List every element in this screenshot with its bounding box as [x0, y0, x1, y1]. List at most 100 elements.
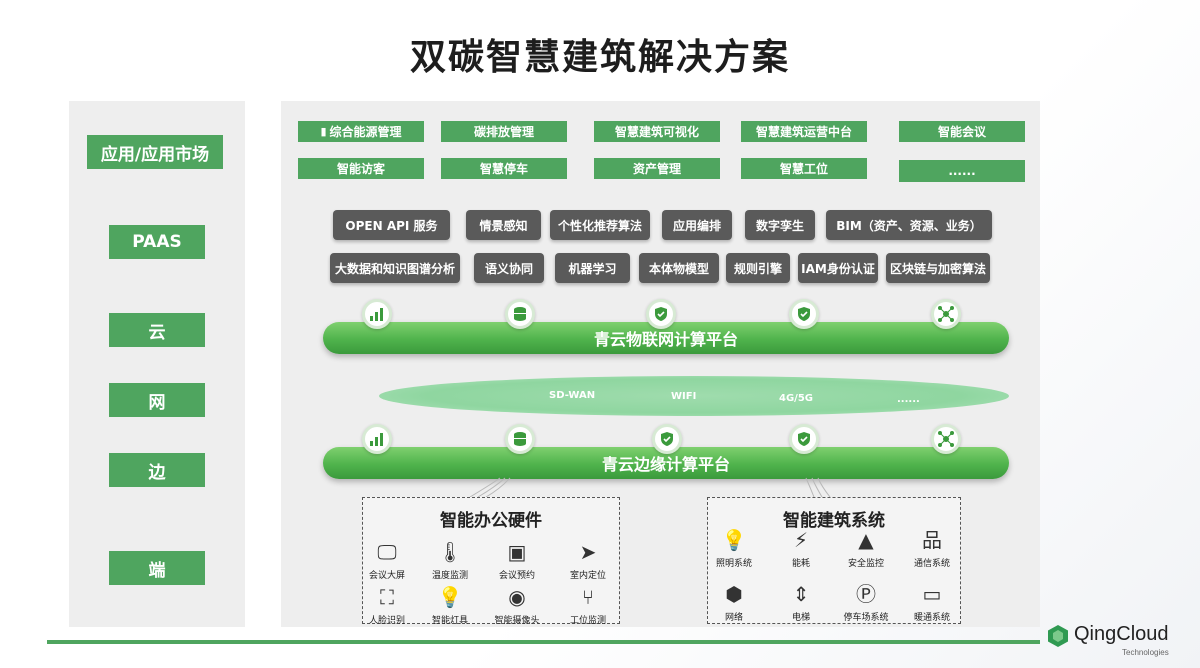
hw-temperature[interactable]: 🌡 温度监测: [420, 540, 480, 581]
app-smart-visitor[interactable]: 智能访客: [298, 158, 424, 179]
sys-label: 通信系统: [913, 559, 950, 569]
office-hardware-title: 智能办公硬件: [440, 511, 542, 531]
app-label: 资产管理: [632, 162, 681, 176]
chair-icon: ⑂: [582, 585, 594, 609]
app-building-visualization[interactable]: 智慧建筑可视化: [594, 121, 720, 142]
network-4g5g: 4G/5G: [779, 393, 813, 404]
app-smart-meeting[interactable]: 智能会议: [899, 121, 1025, 142]
logo-name: QingCloud: [1074, 623, 1169, 645]
hw-smart-lamp[interactable]: 💡智能灯具: [420, 585, 480, 626]
hw-meeting-booking[interactable]: ▣ 会议预约: [487, 540, 547, 581]
hw-label: 会议大屏: [368, 571, 405, 581]
sys-security[interactable]: ▲ 安全监控: [836, 528, 896, 569]
paas-digital-twin[interactable]: 数字孪生: [745, 210, 815, 240]
paas-blockchain[interactable]: 区块链与加密算法: [886, 253, 990, 283]
thermometer-icon: 🌡: [437, 540, 463, 564]
hw-label: 工位监测: [569, 616, 606, 626]
layer-edge: 边: [109, 453, 205, 487]
paas-orchestration[interactable]: 应用编排: [662, 210, 732, 240]
paas-iam[interactable]: IAM身份认证: [798, 253, 878, 283]
app-energy-management[interactable]: ▮综合能源管理: [298, 121, 424, 142]
sys-energy[interactable]: ⚡ 能耗: [771, 528, 831, 569]
database-icon: [505, 424, 535, 454]
iot-platform-label: 青云物联网计算平台: [593, 330, 738, 349]
face-scan-icon: ⛶: [380, 585, 394, 609]
logo-sub: Technologies: [1122, 648, 1169, 657]
layer-cloud: 云: [109, 313, 205, 347]
bar-chart-icon: ▮: [320, 125, 327, 138]
hw-label: 室内定位: [569, 571, 606, 581]
layer-app: 应用/应用市场: [87, 135, 223, 169]
sys-label: 暖通系统: [913, 613, 950, 623]
network-more: ......: [897, 394, 920, 405]
app-asset-management[interactable]: 资产管理: [594, 158, 720, 179]
app-label: 智慧停车: [479, 162, 528, 176]
shield-check-icon: [646, 299, 676, 329]
layer-paas: PAAS: [109, 225, 205, 259]
hw-label: 会议预约: [498, 571, 535, 581]
app-label: 智慧建筑运营中台: [755, 125, 852, 139]
database-icon: [505, 299, 535, 329]
paas-recommendation[interactable]: 个性化推荐算法: [550, 210, 650, 240]
lightning-icon: ⚡: [793, 528, 809, 552]
hw-smart-camera[interactable]: ◉智能摄像头: [487, 585, 547, 626]
shield-check-icon: [652, 424, 682, 454]
building-system-box: [707, 497, 961, 624]
app-label: 智慧工位: [779, 162, 828, 176]
qingcloud-logo: QingCloud Technologies: [1046, 620, 1186, 660]
network-sdwan: SD-WAN: [549, 390, 596, 401]
video-conference-icon: ▣: [507, 540, 527, 564]
app-smart-parking[interactable]: 智慧停车: [441, 158, 567, 179]
paas-machine-learning[interactable]: 机器学习: [555, 253, 630, 283]
webcam-icon: ◉: [508, 585, 526, 609]
app-label: ......: [948, 164, 976, 178]
sys-elevator[interactable]: ⇕电梯: [771, 582, 831, 623]
sys-label: 安全监控: [847, 559, 884, 569]
app-label: 综合能源管理: [329, 125, 402, 139]
app-label: 智慧建筑可视化: [614, 125, 699, 139]
app-operations-center[interactable]: 智慧建筑运营中台: [741, 121, 867, 142]
app-more[interactable]: ......: [899, 160, 1025, 182]
network-nodes-icon: [931, 424, 961, 454]
paas-rule-engine[interactable]: 规则引擎: [726, 253, 790, 283]
app-label: 智能访客: [336, 162, 385, 176]
paas-bim[interactable]: BIM（资产、资源、业务）: [826, 210, 992, 240]
sys-label: 能耗: [791, 559, 810, 569]
sys-communication[interactable]: 品通信系统: [902, 528, 962, 569]
sys-label: 照明系统: [715, 559, 752, 569]
bulb-icon: 💡: [721, 528, 747, 552]
page-title: 双碳智慧建筑解决方案: [409, 37, 790, 78]
app-label: 碳排放管理: [473, 125, 534, 139]
warning-triangle-icon: ▲: [858, 528, 874, 552]
app-smart-workstation[interactable]: 智慧工位: [741, 158, 867, 179]
layer-device: 端: [109, 551, 205, 585]
network-hex-icon: ⬢: [725, 582, 743, 606]
sys-label: 电梯: [791, 613, 810, 623]
org-chart-icon: 品: [922, 528, 942, 552]
sys-hvac[interactable]: ▭暖通系统: [902, 582, 962, 623]
hw-meeting-screen[interactable]: 🖵会议大屏: [357, 540, 417, 581]
sys-network[interactable]: ⬢网络: [704, 582, 764, 623]
paas-semantic[interactable]: 语义协同: [474, 253, 544, 283]
footer-line: [47, 640, 1040, 644]
hw-face-recognition[interactable]: ⛶ 人脸识别: [357, 585, 417, 626]
paas-open-api[interactable]: OPEN API 服务: [333, 210, 450, 240]
hw-workstation-monitor[interactable]: ⑂ 工位监测: [558, 585, 618, 626]
sys-lighting[interactable]: 💡 照明系统: [704, 528, 764, 569]
office-hardware-box: [362, 497, 620, 624]
app-carbon-management[interactable]: 碳排放管理: [441, 121, 567, 142]
hw-label: 人脸识别: [368, 616, 405, 626]
network-cloud: [379, 376, 1009, 416]
signal-bars-icon: [362, 424, 392, 454]
hw-label: 温度监测: [431, 571, 468, 581]
sys-label: 停车场系统: [843, 613, 889, 623]
signal-bars-icon: [362, 299, 392, 329]
paas-ontology[interactable]: 本体物模型: [639, 253, 719, 283]
paas-big-data[interactable]: 大数据和知识图谱分析: [330, 253, 460, 283]
lightbulb-icon: 💡: [437, 585, 463, 609]
paas-context-awareness[interactable]: 情景感知: [466, 210, 541, 240]
hw-indoor-location[interactable]: ➤室内定位: [558, 540, 618, 581]
network-nodes-icon: [931, 299, 961, 329]
